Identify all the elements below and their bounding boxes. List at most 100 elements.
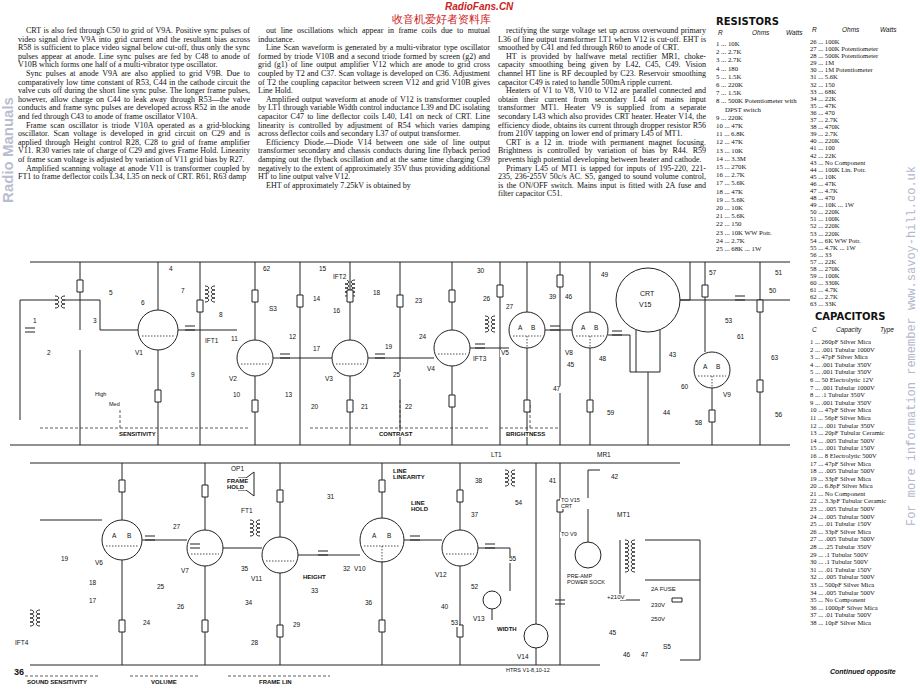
- table-row: 10 ... 47pF Silver Mica: [810, 406, 904, 414]
- table-row: 11 ... 56pF Silver Mica: [810, 414, 904, 422]
- callout-number: 30: [476, 268, 485, 275]
- table-row: 20 ... 10K: [716, 204, 808, 212]
- table-row: 14 ... 3.3M: [716, 155, 808, 163]
- table-row: 54 ... 6K WW Potr.: [810, 237, 904, 244]
- part-label: V13: [472, 616, 486, 623]
- valve-symbol: [483, 591, 501, 609]
- table-row: 59 ... 100K: [810, 272, 904, 279]
- table-row: 42 ... 22K: [810, 152, 904, 159]
- table-row: 18 ... .005 Tubular 500V: [810, 467, 904, 475]
- table-row: 26 ... 100K: [810, 38, 904, 45]
- table-row: 29 ... 1M: [810, 59, 904, 66]
- callout-number: 26: [176, 604, 185, 611]
- callout-number: 40: [440, 604, 449, 611]
- table-row: 30 ... 1M Potentiometer: [810, 66, 904, 73]
- part-label: High: [94, 392, 107, 398]
- table-row: 17 ... 5.6K: [716, 179, 808, 187]
- valve-symbol: [262, 537, 298, 573]
- article-paragraph: out line oscillations which appear in fr…: [258, 27, 490, 44]
- table-row: 8 ... 500K Potentiometer with DPST switc…: [716, 97, 808, 113]
- callout-number: 57: [708, 270, 717, 277]
- table-row: 22 ... 150: [716, 220, 808, 228]
- callout-number: 31: [326, 494, 335, 501]
- control-label: SENSITIVITY: [118, 431, 157, 437]
- valve-symbol: [524, 624, 548, 648]
- callout-number: 24: [418, 334, 427, 341]
- callout-number: 12: [288, 334, 297, 341]
- table-row: 44 ... 100K Lin. Potr.: [810, 166, 904, 173]
- part-label: IFT2: [332, 274, 347, 281]
- resistor-symbol: [77, 275, 763, 637]
- table-row: 48 ... 470: [810, 194, 904, 201]
- part-label: V2: [228, 376, 238, 383]
- table-row: 13 ... 20pF Tubular Ceramic: [810, 429, 904, 437]
- callout-number: 59: [606, 410, 615, 417]
- table-row: 57 ... 22K: [810, 258, 904, 265]
- table-row: 37 ... 2.7K: [810, 116, 904, 123]
- text-column: 26 ... 100K27 ... 100K Potentiometer28 .…: [810, 38, 904, 308]
- table-row: 28 ... 500K Potentiometer: [810, 52, 904, 59]
- text-column: 1 ... 260pF Silver Mica2 ... .001 Tubula…: [810, 338, 904, 627]
- table-row: 4 ... .001 Tubular 350V: [810, 361, 904, 369]
- callout-number: 2: [46, 350, 52, 357]
- part-label: B: [715, 364, 721, 371]
- callout-number: 16: [332, 308, 341, 315]
- callout-number: 18: [372, 290, 381, 297]
- column-heading: Ohms: [842, 27, 859, 34]
- article-paragraph: EHT of approximately 7.25kV is obtained …: [258, 182, 490, 191]
- table-row: 34 ... 22K: [810, 95, 904, 102]
- callout-number: 4: [168, 266, 174, 273]
- column-heading: C: [812, 327, 817, 334]
- callout-number: 27: [505, 304, 514, 311]
- part-label: LT1: [490, 452, 503, 459]
- table-row: 19 ... 5.6K: [716, 196, 808, 204]
- table-row: 26 ... 33pF Silver Mica: [810, 528, 904, 536]
- callout-number: 51: [774, 270, 783, 277]
- callout-number: 14: [312, 296, 321, 303]
- part-label: B: [386, 533, 392, 540]
- column-heading: R: [812, 27, 817, 34]
- table-row: 6 ... 220K: [716, 81, 808, 89]
- callout-number: 47: [640, 652, 649, 659]
- table-row: 62 ... 2.7K: [810, 293, 904, 300]
- callout-number: 22: [404, 404, 413, 411]
- text-column: 1 ... 10K2 ... 2.7K3 ... 2.7K4 ... 1805 …: [716, 40, 808, 253]
- callout-number: 42: [610, 474, 619, 481]
- control-label: SOUND SENSITIVITY: [26, 679, 88, 685]
- callout-number: 25: [392, 372, 401, 379]
- table-row: 35 ... No Component: [810, 596, 904, 604]
- table-row: 35 ... 47K: [810, 102, 904, 109]
- callout-number: 46: [564, 294, 573, 301]
- table-row: 37 ... .01 Tubular 500V: [810, 611, 904, 619]
- table-row: 4 ... 180: [716, 65, 808, 73]
- part-label: V5: [500, 350, 510, 357]
- part-label: V12: [434, 572, 448, 579]
- part-label: Med: [108, 402, 121, 408]
- table-row: 5 ... 1.5K: [716, 73, 808, 81]
- part-label: V11: [250, 576, 263, 583]
- table-row: 38 ... 470K: [810, 123, 904, 130]
- callout-number: 58: [694, 420, 703, 427]
- valve-symbol: [332, 340, 368, 376]
- table-row: 1 ... 260pF Silver Mica: [810, 338, 904, 346]
- column-heading: Type: [880, 327, 894, 334]
- callout-number: 24: [142, 620, 151, 627]
- control-label: VOLUME: [150, 679, 178, 685]
- table-row: 27 ... .005 Tubular 500V: [810, 535, 904, 543]
- part-label: V1: [134, 350, 144, 357]
- table-row: 5 ... .001 Tubular 350V: [810, 368, 904, 376]
- column-heading: Ohms: [752, 30, 769, 37]
- part-label: B: [126, 533, 132, 540]
- crt-neck: [636, 330, 660, 372]
- callout-number: 25: [156, 584, 165, 591]
- article-paragraph: Amplified output waveform at anode of V1…: [258, 96, 490, 139]
- capacitor-symbol: [25, 296, 745, 604]
- wire: [10, 262, 790, 665]
- callout-number: 45: [608, 630, 617, 637]
- callout-number: 53: [450, 620, 459, 627]
- callout-number: 5: [108, 290, 114, 297]
- callout-number: 32: [342, 566, 351, 573]
- callout-number: 53: [724, 318, 733, 325]
- part-label: A: [702, 364, 708, 371]
- part-label: V3: [324, 376, 334, 383]
